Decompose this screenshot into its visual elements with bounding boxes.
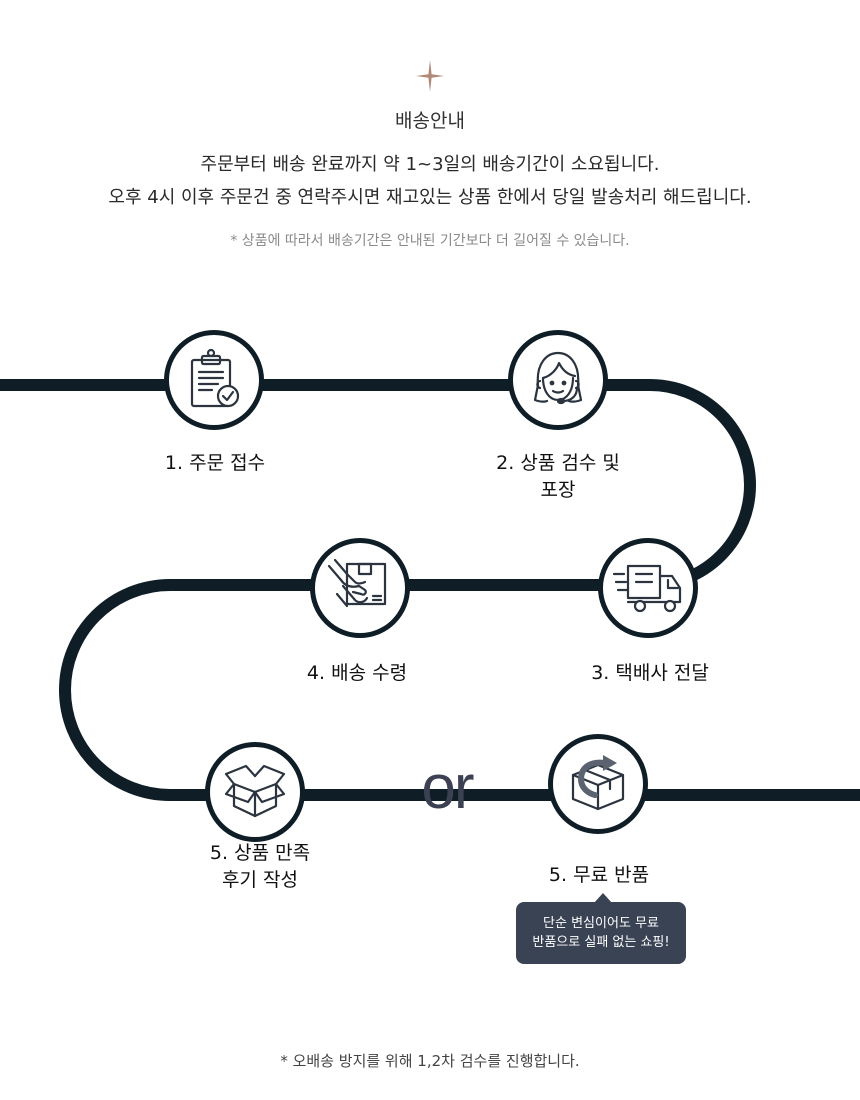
step-free-return-label: 5. 무료 반품 <box>489 862 709 889</box>
step-4-title: 4. 배송 수령 <box>306 662 408 684</box>
order-clipboard-icon <box>190 348 240 408</box>
step-courier-handover-circle <box>598 538 698 638</box>
step-courier-handover-label: 3. 택배사 전달 <box>540 660 760 687</box>
step-order-received-circle <box>164 330 264 430</box>
sparkle-star-icon <box>416 60 444 92</box>
package-handoff-icon <box>327 558 387 608</box>
step-delivery-received-label: 4. 배송 수령 <box>247 660 467 687</box>
delivery-description-line2: 오후 4시 이후 주문건 중 연락주시면 재고있는 상품 한에서 당일 발송처리… <box>108 187 752 208</box>
step-2-title-line1: 2. 상품 검수 및 <box>496 452 620 474</box>
step-5a-title-line2: 후기 작성 <box>222 869 298 891</box>
tooltip-line1: 단순 변심이어도 무료 <box>543 916 659 931</box>
or-divider-text: or <box>421 753 474 822</box>
footer-inspection-note: * 오배송 방지를 위해 1,2차 검수를 진행합니다. <box>280 1052 580 1070</box>
step-inspection-packing-label: 2. 상품 검수 및 포장 <box>448 450 668 504</box>
step-5b-title: 5. 무료 반품 <box>548 864 650 886</box>
step-order-received-label: 1. 주문 접수 <box>105 450 325 477</box>
delivery-period-note: * 상품에 따라서 배송기간은 안내된 기간보다 더 길어질 수 있습니다. <box>230 233 630 249</box>
step-3-title: 3. 택배사 전달 <box>591 662 709 684</box>
step-1-title: 1. 주문 접수 <box>164 452 266 474</box>
step-2-title-line2: 포장 <box>540 479 576 501</box>
free-return-tooltip: 단순 변심이어도 무료 반품으로 실패 없는 쇼핑! <box>516 893 686 964</box>
headset-agent-icon <box>533 351 583 405</box>
delivery-truck-icon <box>612 564 682 613</box>
delivery-description-line1: 주문부터 배송 완료까지 약 1~3일의 배송기간이 소요됩니다. <box>200 154 660 175</box>
step-inspection-packing-circle <box>508 330 608 430</box>
step-delivery-received-circle <box>310 538 410 638</box>
step-5a-title-line1: 5. 상품 만족 <box>209 842 311 864</box>
step-review-circle <box>205 742 305 842</box>
return-box-icon <box>571 755 625 811</box>
section-title: 배송안내 <box>395 110 465 132</box>
open-box-icon <box>224 764 286 818</box>
tooltip-line2: 반품으로 실패 없는 쇼핑! <box>532 935 670 950</box>
step-free-return-circle <box>548 734 648 834</box>
step-review-label: 5. 상품 만족 후기 작성 <box>150 840 370 894</box>
